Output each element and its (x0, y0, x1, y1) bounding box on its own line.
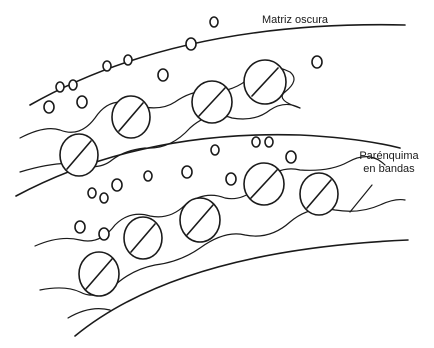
vessel (79, 252, 119, 296)
vessel (244, 60, 286, 104)
parenchyma-pointer (350, 185, 372, 212)
parenchyma-label-line1: Parénquima (354, 150, 424, 163)
vessel (300, 173, 338, 215)
parenchyma-label-line2: en bandas (354, 163, 424, 176)
lower-ring-boundary (75, 240, 408, 336)
vessel (124, 217, 162, 259)
vessel (180, 198, 220, 242)
vessel (60, 134, 98, 176)
vessel (192, 81, 232, 123)
lower-band-tail-line (68, 309, 110, 318)
parenchyma-label: Parénquima en bandas (354, 150, 424, 176)
vessel (244, 163, 284, 205)
vessel (112, 96, 150, 138)
matrix-label: Matriz oscura (262, 14, 328, 27)
large-vessels (60, 60, 338, 296)
